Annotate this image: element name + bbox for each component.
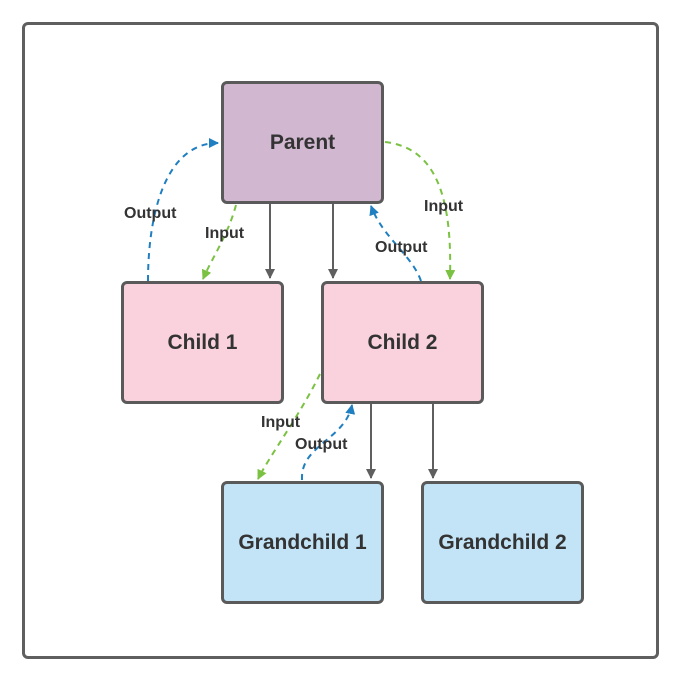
node-grandchild-2: Grandchild 2 [421,481,584,604]
output-arrow-child1-to-parent [147,138,219,282]
node-child-2-label: Child 2 [367,330,438,354]
node-grandchild-2-label: Grandchild 2 [438,530,567,554]
input-arrow-child2-to-grandchild1 [257,373,321,480]
node-parent-label: Parent [269,130,336,154]
node-child-1-label: Child 1 [167,330,238,354]
label-child1-input: Input [205,225,245,242]
label-grandchild1-input: Input [261,414,301,431]
output-arrow-child2-to-parent [369,205,422,282]
node-grandchild-1: Grandchild 1 [221,481,384,604]
input-arrow-parent-to-child1 [201,204,237,280]
node-child-1: Child 1 [121,281,284,404]
node-grandchild-1-label: Grandchild 1 [238,530,367,554]
node-child-2: Child 2 [321,281,484,404]
label-child2-input: Input [424,198,464,215]
label-grandchild1-output: Output [295,436,348,453]
node-parent: Parent [221,81,384,204]
label-child2-output: Output [375,239,428,256]
output-arrow-grandchild1-to-child2 [300,404,356,481]
label-child1-output: Output [124,205,177,222]
